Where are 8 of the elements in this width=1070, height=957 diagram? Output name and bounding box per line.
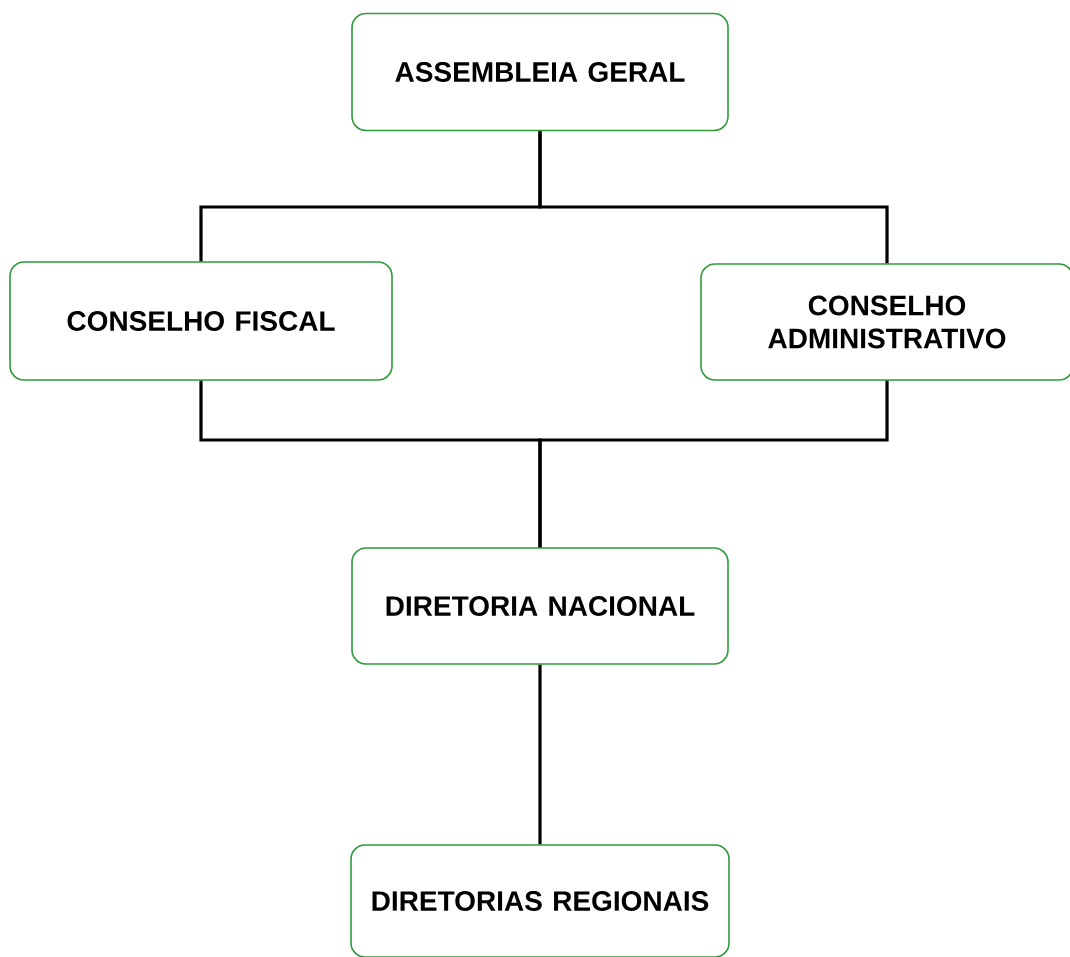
connector-line [538, 131, 889, 264]
connector-line [538, 380, 889, 548]
org-box: DIRETORIAS REGIONAIS [350, 844, 730, 957]
org-box: ASSEMBLEIA GERAL [351, 12, 729, 132]
connector-line [538, 664, 542, 845]
org-box: CONSELHO FISCAL [9, 261, 393, 381]
org-box: CONSELHO ADMINISTRATIVO [700, 263, 1070, 381]
org-box: DIRETORIA NACIONAL [351, 547, 729, 665]
